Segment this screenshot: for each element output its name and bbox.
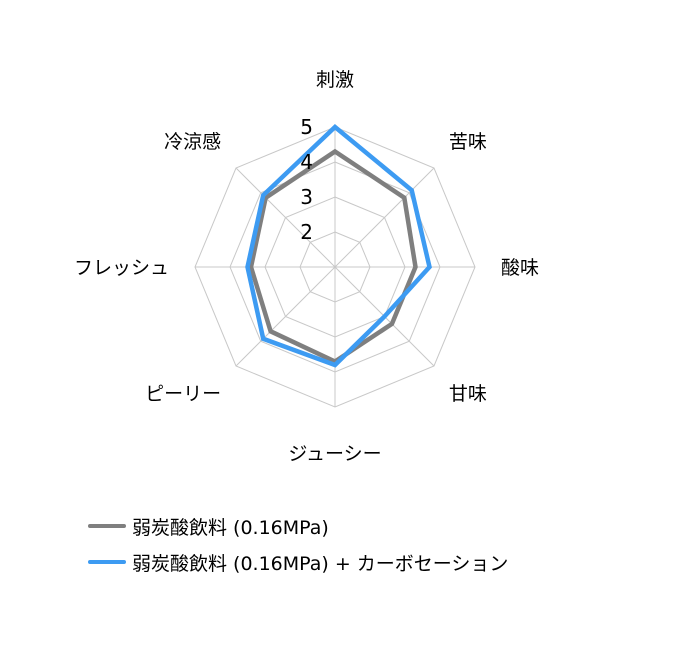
series-line-1 — [248, 148, 418, 365]
axis-label: 苦味 — [449, 131, 487, 153]
axis-label: 冷涼感 — [164, 131, 221, 153]
grid-spoke — [235, 167, 336, 268]
tick-label: 2 — [300, 220, 313, 244]
grid-spoke — [334, 167, 435, 268]
tick-label: 5 — [300, 115, 313, 139]
axis-label: フレッシュ — [74, 257, 169, 279]
axis-label: 甘味 — [449, 383, 487, 405]
radar-tick-labels: 2 3 4 5 — [300, 115, 313, 244]
legend: 弱炭酸飲料 (0.16MPa) 弱炭酸飲料 (0.16MPa) + カーボセーシ… — [88, 508, 508, 580]
legend-swatch-series-2 — [88, 560, 126, 564]
grid-spoke — [235, 266, 336, 367]
legend-label-series-2: 弱炭酸飲料 (0.16MPa) + カーボセーション — [132, 552, 509, 575]
legend-item-series-2: 弱炭酸飲料 (0.16MPa) + カーボセーション — [88, 544, 508, 580]
axis-label: 刺激 — [316, 69, 354, 91]
tick-label: 3 — [300, 185, 313, 209]
radar-series-layer — [245, 123, 432, 368]
axis-label: ピーリー — [145, 383, 221, 405]
tick-label: 4 — [300, 150, 313, 174]
legend-label-series-1: 弱炭酸飲料 (0.16MPa) — [132, 516, 329, 539]
legend-swatch-series-1 — [88, 524, 126, 528]
legend-item-series-1: 弱炭酸飲料 (0.16MPa) — [88, 508, 508, 544]
series-line-2 — [245, 123, 432, 368]
axis-label: ジューシー — [288, 443, 381, 465]
axis-label: 酸味 — [501, 257, 539, 279]
